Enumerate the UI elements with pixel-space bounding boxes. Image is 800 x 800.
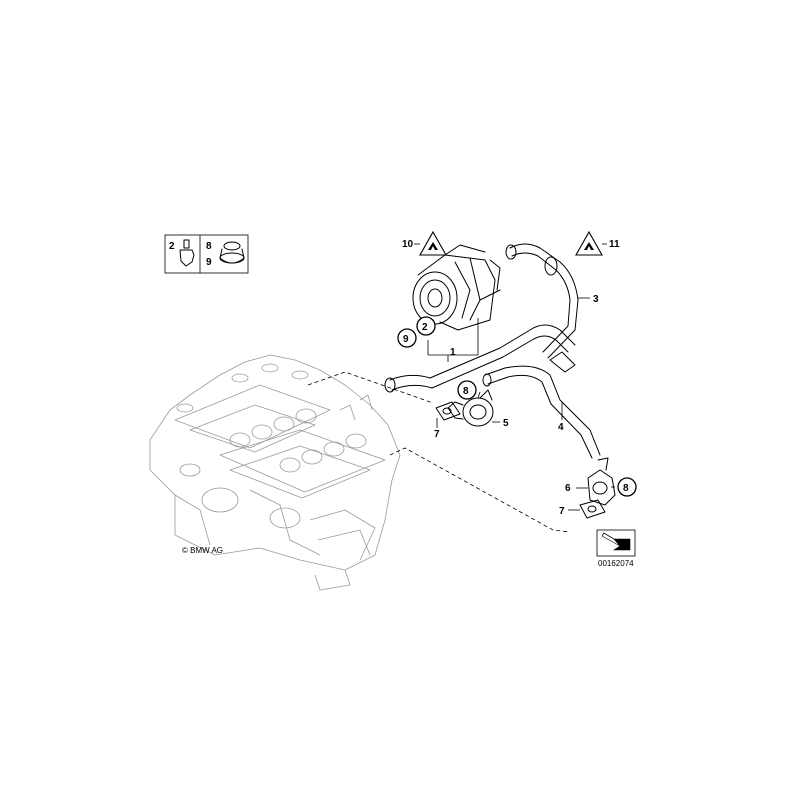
hose-3	[505, 243, 579, 359]
callout-1: 1	[450, 347, 456, 358]
legend-label-9: 9	[206, 257, 212, 268]
callout-8-left: 8	[463, 386, 469, 397]
gasket-7-left	[435, 401, 461, 421]
callout-2: 2	[422, 322, 428, 333]
copyright-text: © BMW AG	[182, 546, 223, 555]
engine-block	[149, 354, 401, 591]
hose-1-tube	[384, 324, 576, 393]
grommet-icon	[219, 241, 245, 264]
arrow-icon	[601, 535, 631, 551]
callouts: 1 2 9 3 4 5 6 7 7 8 8	[397, 294, 637, 517]
callout-7-right: 7	[559, 506, 565, 517]
callout-7-left: 7	[434, 429, 440, 440]
bolt-icon	[179, 239, 195, 267]
callout-11: 11	[609, 239, 620, 250]
callout-10: 10	[402, 239, 414, 250]
callout-circle-8-right	[617, 477, 637, 497]
callout-8-right: 8	[623, 483, 629, 494]
hose-4	[482, 351, 601, 459]
callout-5: 5	[503, 418, 509, 429]
callout-circle-9	[397, 328, 417, 348]
legend-label-2: 2	[169, 241, 175, 252]
valve-6	[587, 457, 616, 506]
legend-box: 2 8 9	[164, 234, 249, 274]
callout-9: 9	[403, 334, 409, 345]
callout-circle-2	[416, 316, 436, 336]
warning-10: 10	[402, 230, 447, 256]
callout-6: 6	[565, 483, 571, 494]
legend-label-8: 8	[206, 241, 212, 252]
callout-leaders	[427, 297, 615, 511]
diagram-number: 00162074	[598, 559, 634, 568]
warning-11: 11	[575, 230, 620, 256]
direction-arrow-box	[596, 529, 636, 557]
dashed-leaders	[307, 371, 571, 533]
callout-circle-8-left	[457, 380, 477, 400]
callout-3: 3	[593, 294, 599, 305]
callout-4: 4	[558, 422, 564, 433]
gasket-7-right	[579, 499, 606, 519]
